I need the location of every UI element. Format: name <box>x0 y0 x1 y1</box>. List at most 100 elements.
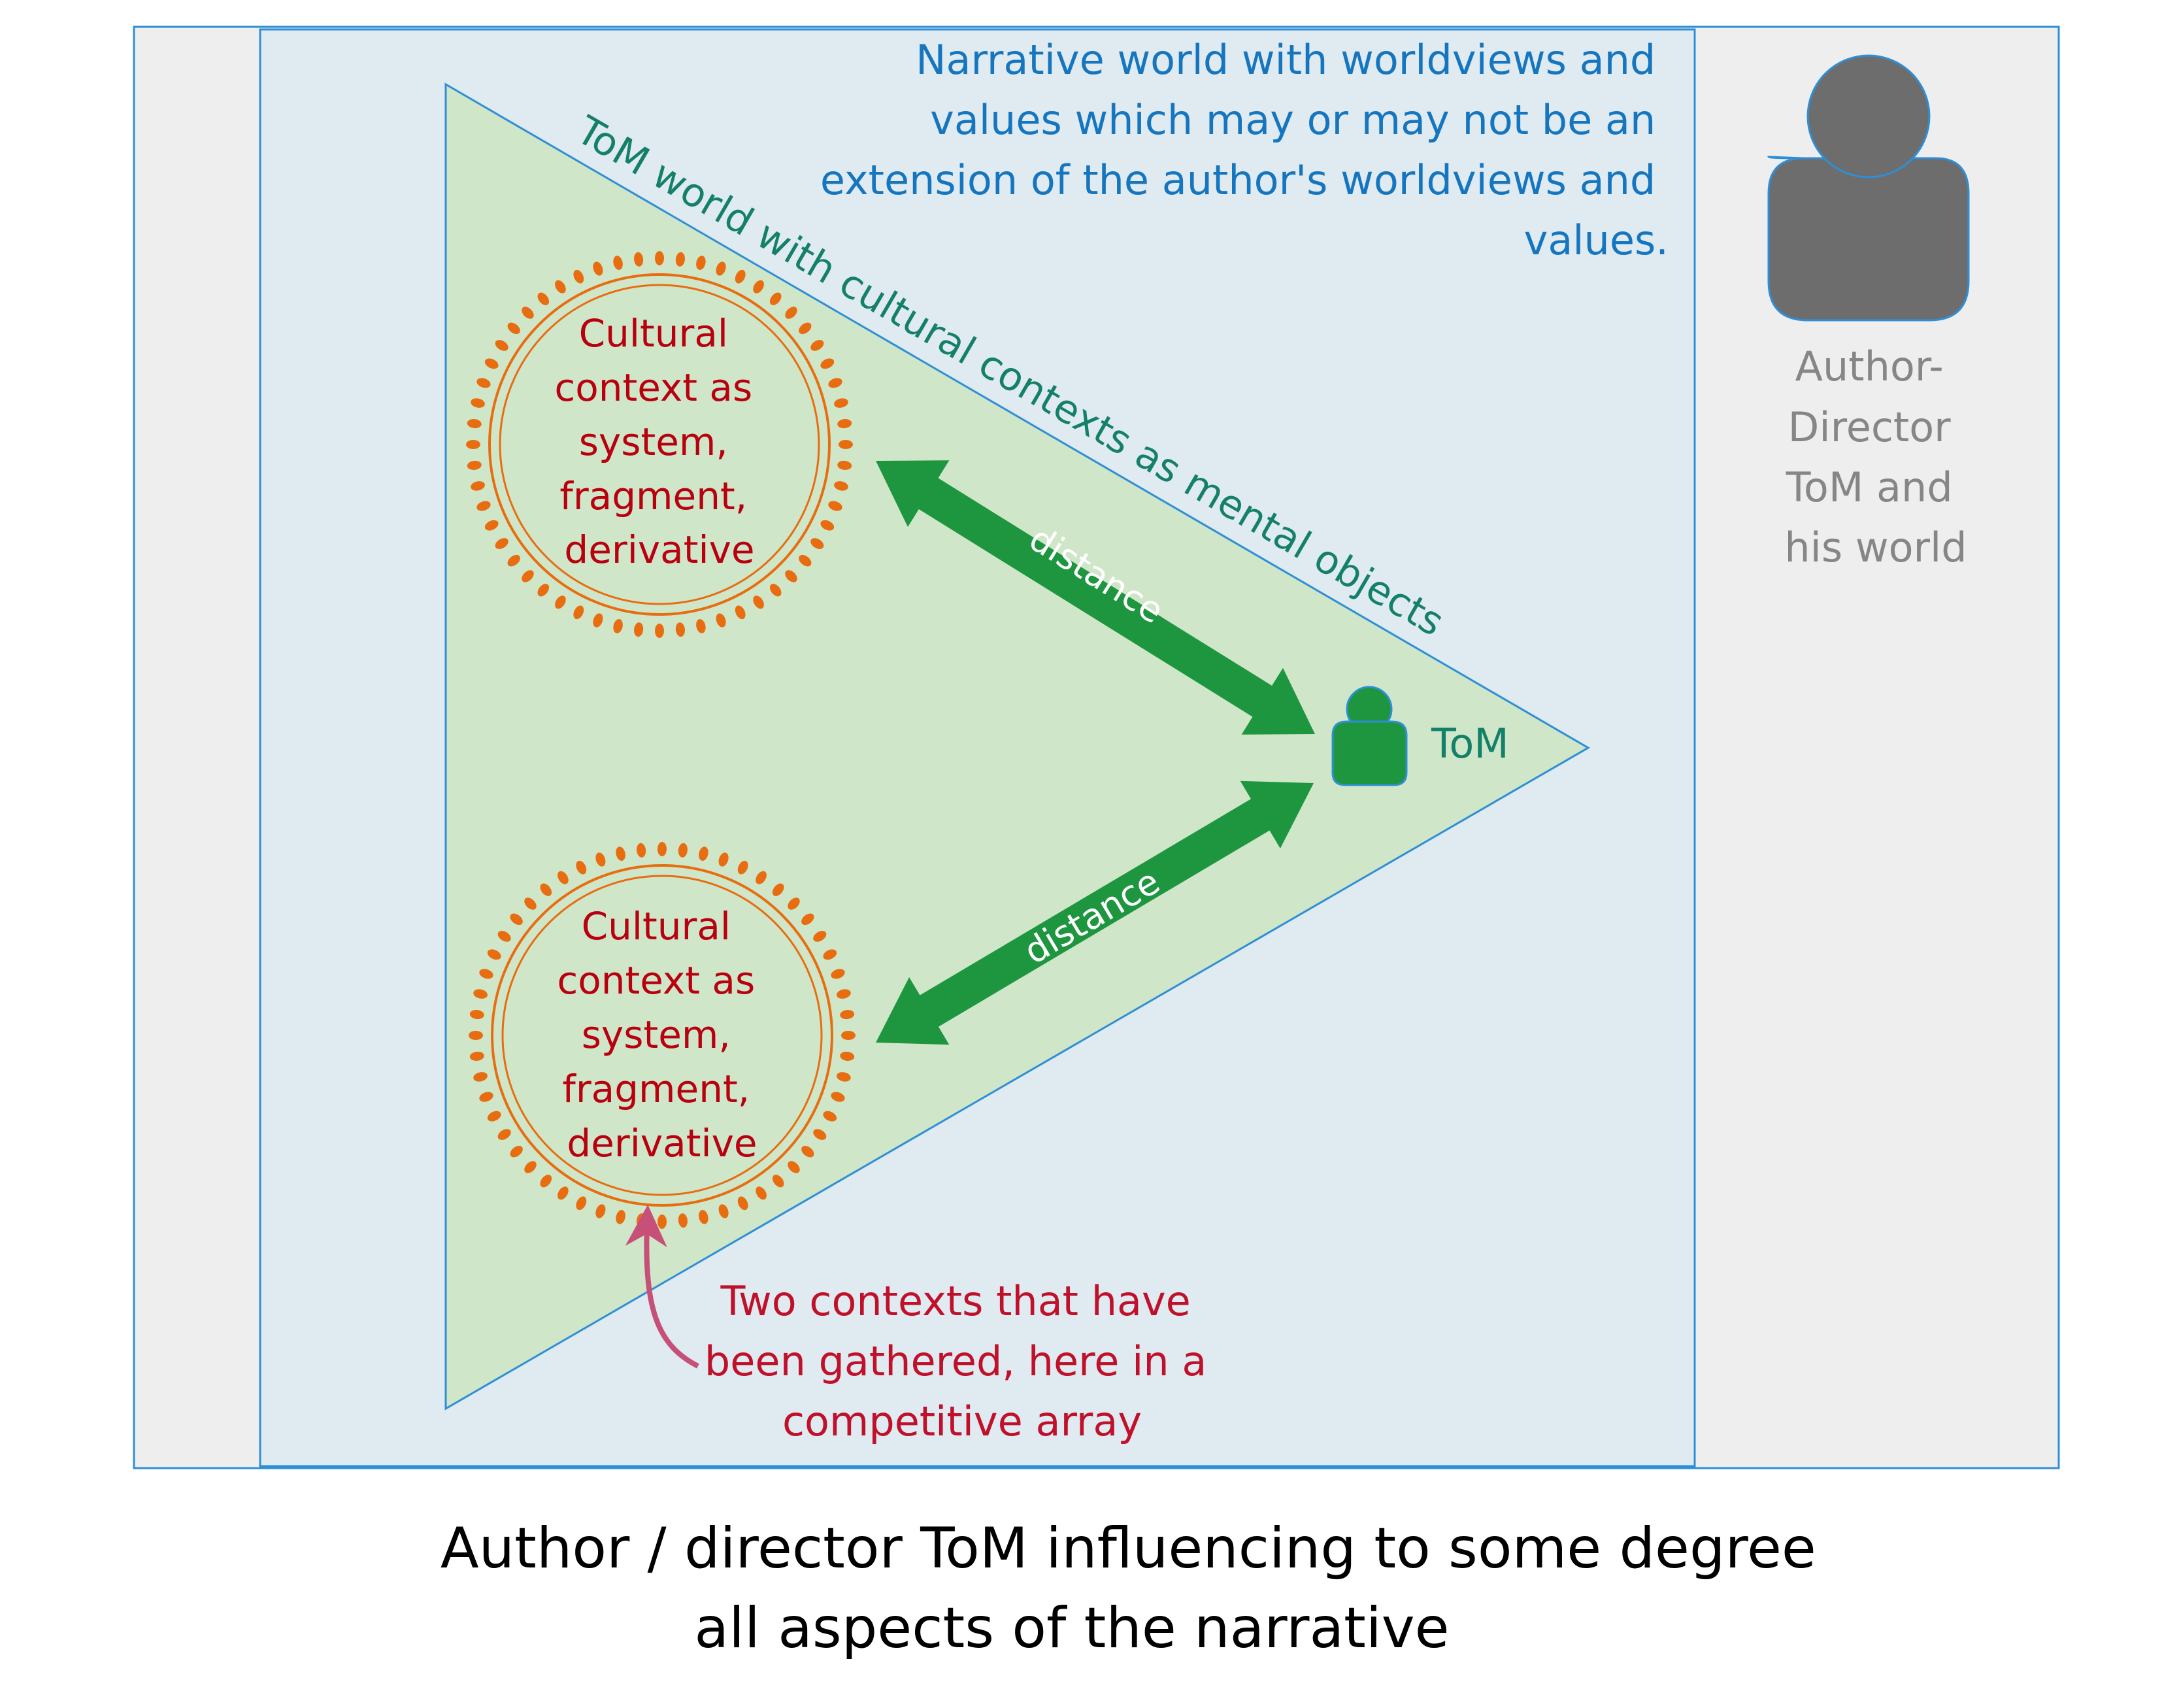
ring-dot <box>487 1111 501 1122</box>
ring-dot <box>469 1031 483 1040</box>
context-ring-outer <box>488 273 831 616</box>
cultural-context-lower: Cultural context as system, fragment, de… <box>469 842 856 1229</box>
ring-dot <box>785 307 797 319</box>
ring-dot <box>772 883 784 896</box>
ring-dot <box>678 843 688 858</box>
author-label-line: Author- <box>1795 343 1944 390</box>
ring-dot <box>823 1111 837 1122</box>
ring-dot <box>840 1051 855 1061</box>
competitive-note-line: been gathered, here in a <box>705 1337 1206 1385</box>
curved-arrow <box>625 1205 699 1369</box>
author-label-line: his world <box>1784 524 1967 571</box>
ring-dot <box>769 584 782 597</box>
context-text-line: context as <box>554 365 752 410</box>
ring-dot <box>576 860 587 875</box>
context-text-line: fragment, <box>562 1067 750 1111</box>
ring-dot <box>476 378 491 388</box>
ring-dot <box>497 931 511 942</box>
ring-dot <box>467 419 482 429</box>
ring-dot <box>484 358 499 369</box>
ring-dot <box>823 949 837 960</box>
ring-dot <box>537 292 550 305</box>
ring-dot <box>837 419 852 429</box>
ring-dot <box>837 460 852 470</box>
ring-dot <box>593 613 603 628</box>
narrative-world-label-line: Narrative world with worldviews and <box>916 36 1655 84</box>
ring-dot <box>718 852 729 867</box>
ring-dot <box>753 595 764 609</box>
ring-dot <box>484 520 499 531</box>
context-ring-inner <box>501 875 823 1196</box>
ring-dot <box>828 501 842 511</box>
ring-dot <box>675 622 685 637</box>
ring-dot <box>573 269 584 284</box>
ring-dot <box>479 1092 493 1102</box>
ring-dot <box>737 1196 748 1211</box>
narrative-world-label: Narrative world with worldviews and valu… <box>820 36 1669 264</box>
tom-figure-label: ToM <box>1431 720 1509 767</box>
competitive-note-line: Two contexts that have <box>720 1277 1190 1325</box>
context-text-line: context as <box>557 958 755 1003</box>
ring-dot <box>716 613 726 628</box>
ring-dot <box>716 261 726 276</box>
ring-dot <box>831 1092 845 1102</box>
ring-dot <box>772 1175 784 1188</box>
ring-dot <box>510 913 523 926</box>
ring-dot <box>479 969 493 979</box>
ring-dot <box>699 1210 708 1224</box>
competitive-note-line: competitive array <box>782 1398 1142 1445</box>
narrative-world-label-line: values which may or may not be an <box>930 96 1655 144</box>
ring-dot <box>469 1051 484 1061</box>
ring-dot <box>735 269 746 284</box>
ring-dot <box>813 1129 827 1140</box>
ring-dot <box>799 322 812 335</box>
double-arrow <box>876 460 1315 735</box>
ring-dot <box>471 481 485 491</box>
ring-dot <box>769 292 782 305</box>
context-text-line: fragment, <box>559 474 747 518</box>
caption-line: all aspects of the narrative <box>694 1596 1449 1661</box>
ring-dot <box>555 595 566 609</box>
ring-dot <box>837 989 851 999</box>
context-text-line: system, <box>579 420 728 464</box>
ring-dot <box>476 501 491 511</box>
ring-dot <box>837 1072 851 1082</box>
ring-dot <box>495 538 508 549</box>
ring-dot <box>810 538 824 549</box>
narrative-world-label-line: extension of the author's worldviews and <box>820 156 1655 204</box>
ring-dot <box>718 1204 729 1218</box>
ring-dot <box>613 619 623 633</box>
ring-dot <box>573 605 584 620</box>
ring-dot <box>753 280 764 293</box>
context-text-line: derivative <box>564 527 754 572</box>
ring-dot <box>576 1196 587 1211</box>
ring-dot <box>735 605 746 620</box>
context-text-line: Cultural <box>579 311 728 356</box>
tom-world-triangle <box>444 82 1590 1411</box>
caption-line: Author / director ToM influencing to som… <box>441 1516 1816 1581</box>
ring-dot <box>616 1210 625 1224</box>
double-arrow-upper-shape <box>876 460 1315 735</box>
context-text-line: Cultural <box>582 904 731 948</box>
ring-dot <box>466 440 480 449</box>
context-text-upper: Cultural context as system, fragment, de… <box>554 311 764 572</box>
ring-dot <box>555 280 566 293</box>
double-arrow-lower-shape <box>876 780 1314 1045</box>
ring-dot <box>473 989 488 999</box>
ring-dot <box>828 378 842 388</box>
person-silhouette-icon <box>1767 54 1970 322</box>
ring-dot <box>637 843 646 858</box>
ring-dot <box>657 1214 667 1229</box>
author-label: Author- Director ToM and his world <box>1784 343 1967 571</box>
ring-dot <box>522 307 534 319</box>
ring-dot <box>657 842 667 856</box>
figure-caption: Author / director ToM influencing to som… <box>441 1516 1834 1661</box>
ring-dot <box>593 261 603 276</box>
narrative-world-label-line: values. <box>1524 216 1669 264</box>
ring-dot <box>595 1204 606 1218</box>
context-text-line: derivative <box>567 1121 757 1165</box>
ring-dot <box>834 481 848 491</box>
ring-dot <box>813 931 827 942</box>
context-text-line: system, <box>582 1013 731 1057</box>
